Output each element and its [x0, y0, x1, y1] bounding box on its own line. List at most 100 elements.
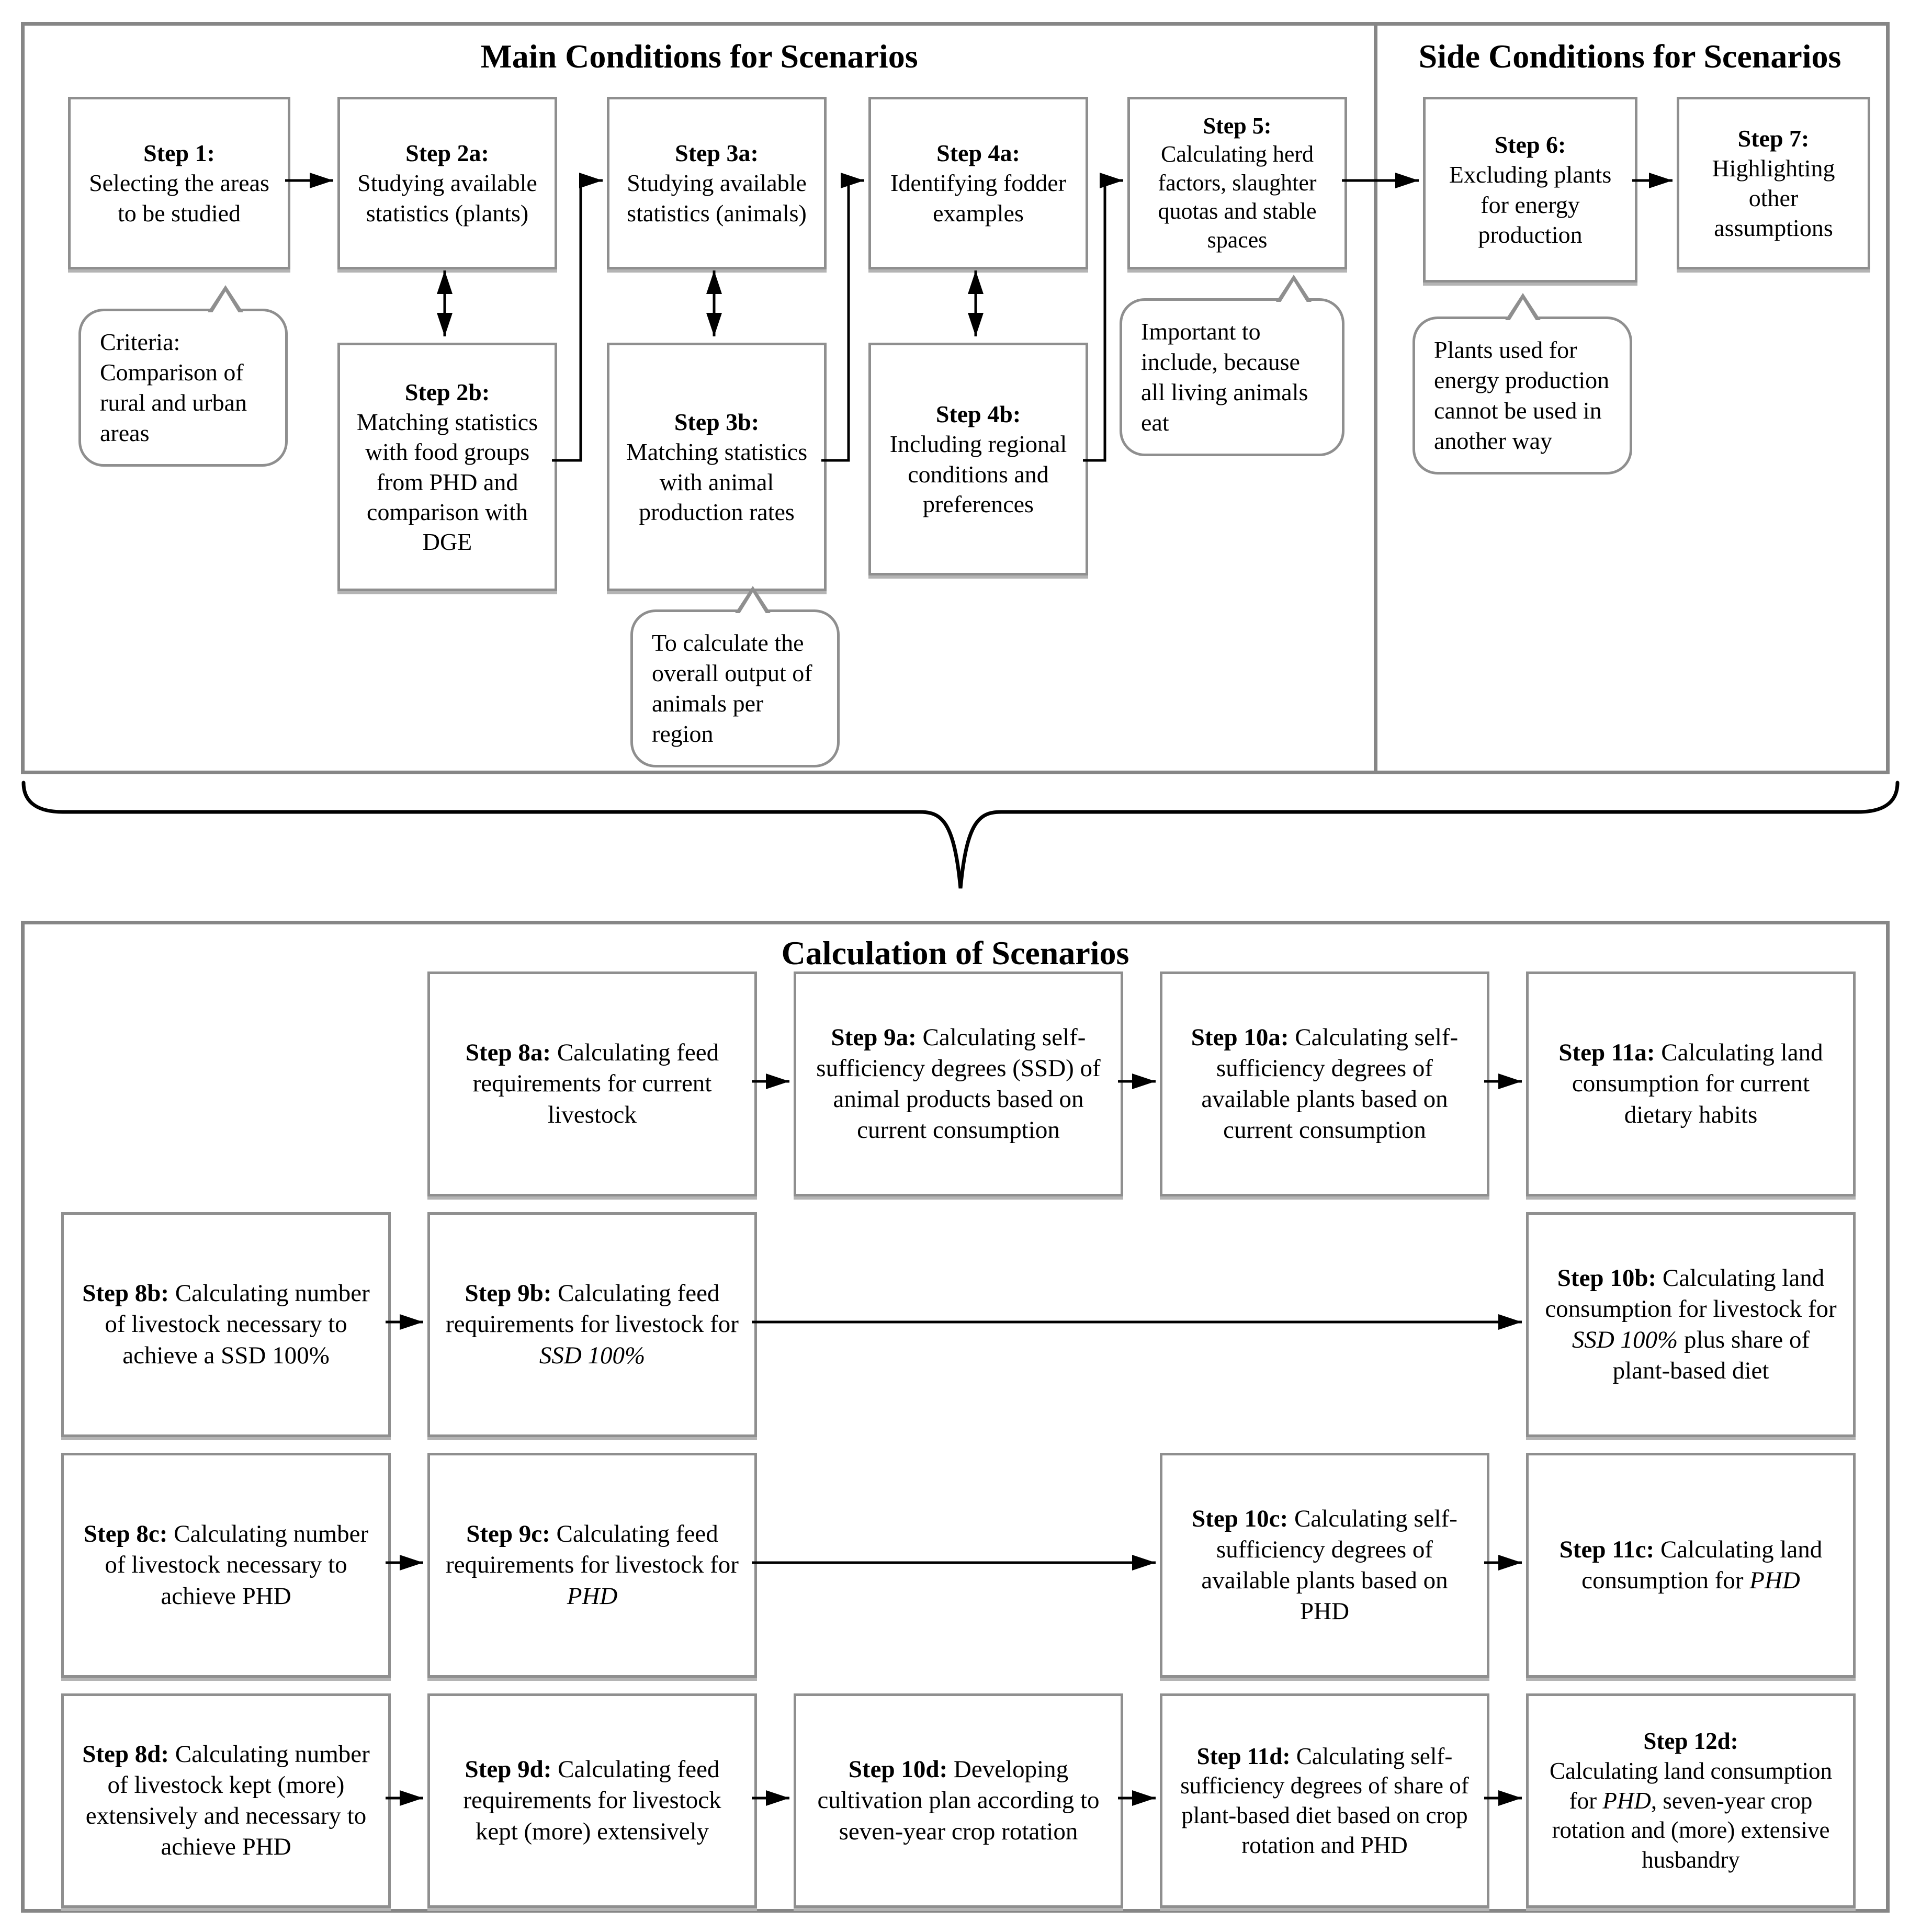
section-divider [1374, 26, 1377, 771]
step-9b-body: Calculating feed requirements for livest… [446, 1280, 739, 1338]
step-8c-label: Step 8c: [83, 1520, 168, 1548]
step-6-box: Step 6:Excluding plants for energy produ… [1423, 97, 1637, 283]
callout-important: Important to include, because all living… [1120, 275, 1344, 456]
step-9b-box: Step 9b: Calculating feed requirements f… [427, 1212, 757, 1437]
step-7-box: Step 7:Highlighting other assumptions [1677, 97, 1870, 269]
step-2a-box: Step 2a: Studying available statistics (p… [337, 97, 557, 269]
step-1-body: Selecting the areas to be studied [89, 170, 269, 227]
step-1-box: Step 1: Selecting the areas to be studied [68, 97, 290, 269]
step-3a-body: Studying available statistics (animals) [627, 170, 807, 227]
step-7-label: Step 7: [1737, 125, 1810, 152]
step-9c-body: Calculating feed requirements for livest… [446, 1520, 739, 1579]
step-4b-box: Step 4b:Including regional conditions an… [868, 343, 1088, 575]
step-2b-body: Matching statistics with food groups fro… [356, 409, 538, 555]
step-8c-body: Calculating number of livestock necessar… [105, 1520, 369, 1610]
step-9a-label: Step 9a: [831, 1023, 917, 1051]
step-2b-box: Step 2b: Matching statistics with food gr… [337, 343, 557, 591]
step-11c-box: Step 11c: Calculating land consumption f… [1526, 1453, 1856, 1678]
step-10a-body: Calculating self-sufficiency degrees of … [1201, 1023, 1459, 1144]
step-9a-box: Step 9a: Calculating self-sufficiency de… [794, 971, 1123, 1196]
step-3b-label: Step 3b: [674, 409, 760, 436]
step-2a-label: Step 2a: [405, 140, 489, 167]
callout-criteria-text: Criteria: Comparison of rural and urban … [100, 329, 247, 446]
side-conditions-title: Side Conditions for Scenarios [1418, 38, 1841, 75]
callout-to-calculate-text: To calculate the overall output of anima… [652, 629, 812, 747]
step-9d-label: Step 9d: [465, 1756, 552, 1783]
step-4a-label: Step 4a: [936, 140, 1020, 167]
step-10d-box: Step 10d: Developing cultivation plan ac… [794, 1693, 1123, 1908]
step-4a-box: Step 4a: Identifying fodder examples [868, 97, 1088, 269]
step-12d-box: Step 12d: Calculating land consumption f… [1526, 1693, 1856, 1908]
step-10b-label: Step 10b: [1557, 1264, 1657, 1292]
step-4b-body: Including regional conditions and prefer… [889, 431, 1067, 517]
callout-plants: Plants used for energy production cannot… [1412, 293, 1632, 474]
step-9d-box: Step 9d: Calculating feed requirements f… [427, 1693, 757, 1908]
curly-brace [21, 781, 1900, 889]
step-11c-label: Step 11c: [1559, 1535, 1655, 1563]
step-6-body: Excluding plants for energy production [1449, 161, 1612, 248]
step-10b-body: Calculating land consumption for livesto… [1545, 1264, 1837, 1323]
step-3b-box: Step 3b:Matching statistics with animal … [607, 343, 827, 591]
arrow-3b-to-4a [821, 173, 864, 462]
step-11c-body: Calculating land consumption for [1581, 1535, 1823, 1594]
step-8b-body: Calculating number of livestock necessar… [105, 1280, 370, 1369]
step-3a-label: Step 3a: [675, 140, 759, 167]
step-2b-label: Step 2b: [404, 379, 490, 406]
bottom-panel: Calculation of Scenarios Step 8a: Calcul… [21, 921, 1890, 1913]
step-5-box: Step 5:Calculating herd factors, slaught… [1127, 97, 1347, 269]
step-8d-box: Step 8d: Calculating number of livestock… [61, 1693, 391, 1908]
step-10c-label: Step 10c: [1192, 1505, 1289, 1532]
step-10c-body: Calculating self-sufficiency degrees of … [1201, 1505, 1457, 1625]
step-11a-box: Step 11a: Calculating land consumption f… [1526, 971, 1856, 1196]
step-9b-label: Step 9b: [465, 1280, 552, 1307]
step-8d-body: Calculating number of livestock kept (mo… [85, 1740, 370, 1861]
step-10b-box: Step 10b: Calculating land consumption f… [1526, 1212, 1856, 1437]
step-8b-box: Step 8b: Calculating number of livestock… [61, 1212, 391, 1437]
step-8a-box: Step 8a: Calculating feed requirements f… [427, 971, 757, 1196]
top-panel-connectors [285, 173, 1673, 462]
step-11d-box: Step 11d: Calculating self-sufficiency d… [1160, 1693, 1489, 1908]
step-9a-body: Calculating self-sufficiency degrees (SS… [816, 1023, 1101, 1144]
step-11a-label: Step 11a: [1558, 1039, 1655, 1067]
step-10b-em: SSD 100% [1572, 1326, 1678, 1353]
step-4a-body: Identifying fodder examples [890, 170, 1066, 227]
arrow-2b-to-3a [552, 173, 603, 462]
step-12d-em: PHD [1602, 1787, 1651, 1814]
step-11a-body: Calculating land consumption for current… [1572, 1039, 1823, 1128]
step-11d-label: Step 11d: [1196, 1743, 1291, 1769]
arrow-4b-to-5 [1083, 173, 1123, 462]
callout-criteria: Criteria: Comparison of rural and urban … [78, 285, 288, 467]
bottom-panel-connectors [386, 1074, 1522, 1806]
step-8b-label: Step 8b: [82, 1280, 170, 1307]
step-9d-body: Calculating feed requirements for livest… [463, 1756, 721, 1845]
callout-important-text: Important to include, because all living… [1141, 318, 1308, 436]
step-11d-body: Calculating self-sufficiency degrees of … [1180, 1743, 1469, 1858]
top-panel: Main Conditions for Scenarios Side Condi… [21, 22, 1890, 774]
calculation-title: Calculation of Scenarios [781, 934, 1129, 971]
curly-brace-path [21, 781, 1900, 889]
step-8a-body: Calculating feed requirements for curren… [472, 1039, 719, 1128]
step-10d-body: Developing cultivation plan according to… [817, 1756, 1100, 1845]
step-9c-label: Step 9c: [466, 1520, 550, 1548]
step-1-label: Step 1: [143, 140, 215, 167]
step-9c-em: PHD [567, 1582, 618, 1610]
step-7-body: Highlighting other assumptions [1712, 154, 1835, 242]
step-10d-label: Step 10d: [848, 1756, 948, 1783]
step-10c-box: Step 10c: Calculating self-sufficiency d… [1160, 1453, 1489, 1678]
step-9c-box: Step 9c: Calculating feed requirements f… [427, 1453, 757, 1678]
step-10a-box: Step 10a: Calculating self-sufficiency d… [1160, 971, 1489, 1196]
callout-plants-text: Plants used for energy production cannot… [1434, 336, 1610, 454]
step-6-label: Step 6: [1494, 131, 1566, 159]
step-11c-em: PHD [1749, 1567, 1800, 1594]
step-12d-post: , seven-year crop rotation and (more) ex… [1552, 1787, 1830, 1873]
step-12d-label: Step 12d: [1643, 1728, 1738, 1755]
callout-to-calculate: To calculate the overall output of anima… [630, 586, 840, 767]
step-2a-body: Studying available statistics (plants) [357, 170, 537, 227]
step-10a-label: Step 10a: [1191, 1023, 1289, 1051]
step-9b-em: SSD 100% [539, 1341, 646, 1369]
step-12d-body: Calculating land consumption for [1550, 1757, 1832, 1814]
step-8a-label: Step 8a: [465, 1039, 551, 1067]
main-conditions-title: Main Conditions for Scenarios [480, 38, 918, 75]
step-5-body: Calculating herd factors, slaughter quot… [1158, 141, 1317, 253]
